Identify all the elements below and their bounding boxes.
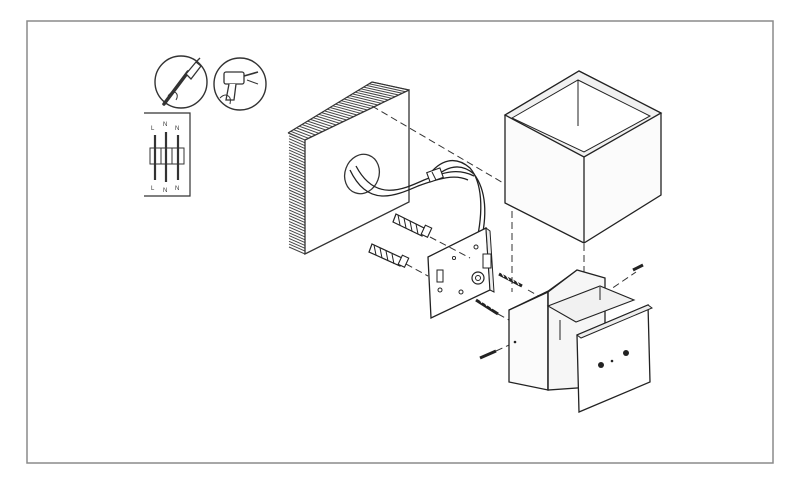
terminal-block: L N N L N N [144,112,191,197]
screwdriver-icon [154,55,208,109]
screw-1 [498,271,523,288]
terminal-label-bottom-2: N [163,188,167,194]
terminal-label-top-1: L [151,126,155,132]
lamp-top-cover [503,70,663,244]
wall-plug-upper [392,213,433,238]
lamp-front-plate [576,304,653,413]
terminal-label-top-2: N [163,122,167,128]
screw-4 [479,349,497,360]
cable-connector [426,167,444,183]
screw-2 [475,297,499,316]
mounting-plate [427,226,495,320]
terminal-label-top-3: N [175,126,179,132]
drill-icon [213,57,267,111]
screw-3 [632,263,644,272]
terminal-label-bottom-1: L [151,186,155,192]
terminal-label-bottom-3: N [175,186,179,192]
wall-plug-lower [368,243,410,268]
diagram-frame [26,20,774,464]
wall-section [287,81,410,256]
